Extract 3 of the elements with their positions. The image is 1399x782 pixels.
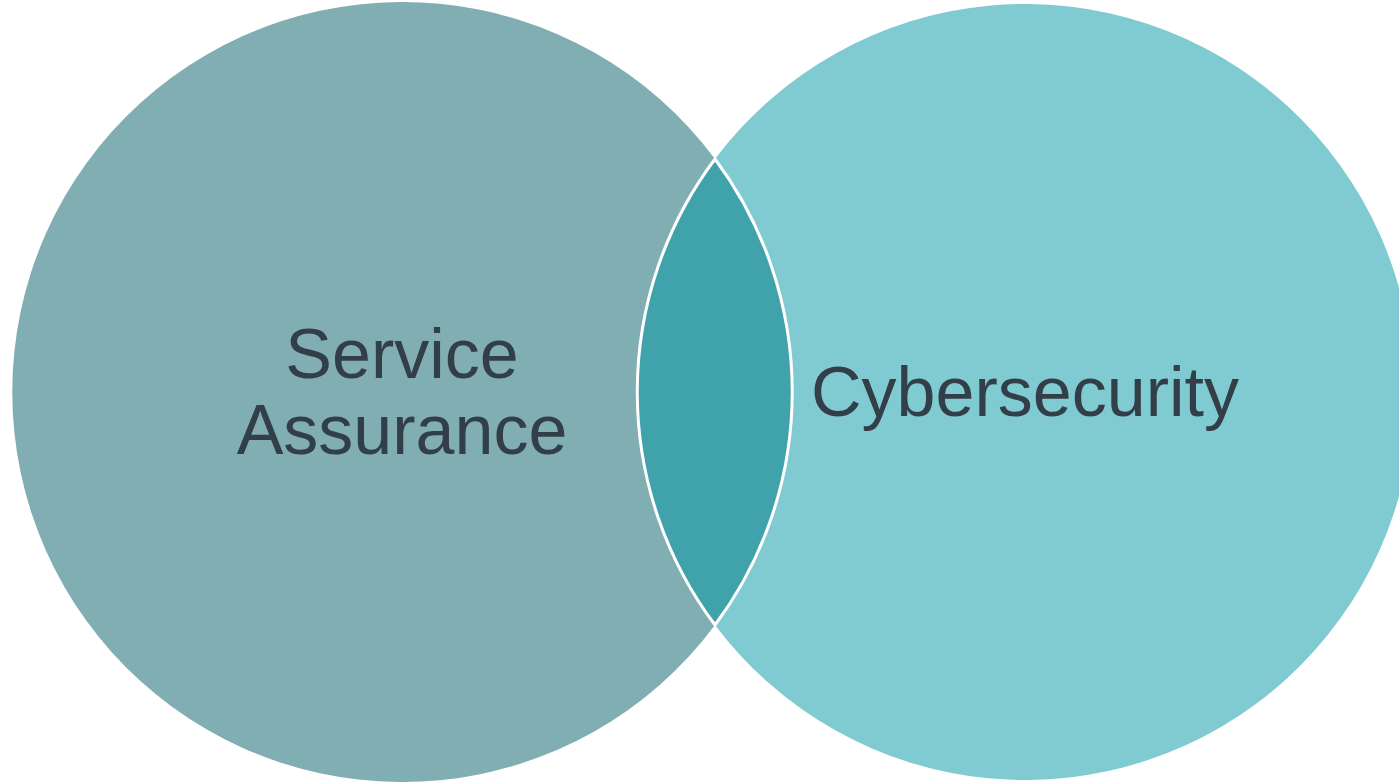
overlap-region [635, 157, 794, 627]
circle-label: Service Assurance [235, 316, 569, 468]
circle-label: Cybersecurity [810, 354, 1240, 430]
